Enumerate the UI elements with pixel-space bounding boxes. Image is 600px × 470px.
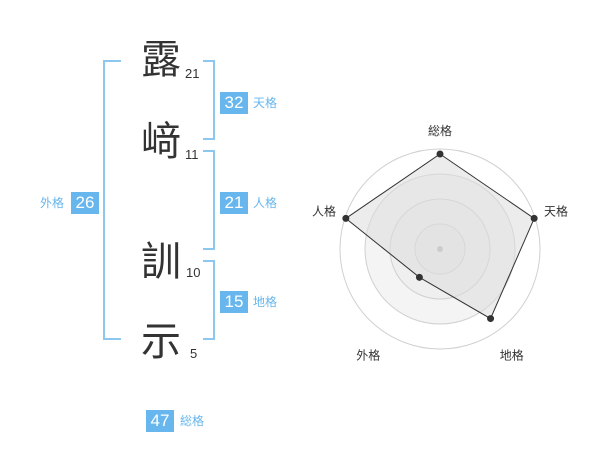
name-char-2: 﨑 (141, 119, 181, 165)
radar-point-2 (530, 214, 538, 222)
jinkaku-bracket (203, 150, 215, 250)
radar-point-3 (487, 315, 495, 323)
stroke-count-4: 5 (190, 346, 198, 361)
name-char-4: 示 (141, 319, 181, 365)
gaikaku-value: 26 (71, 192, 99, 214)
gaikaku-bracket (103, 60, 121, 340)
jinkaku-value: 21 (220, 192, 248, 214)
radar-center-dot (437, 246, 443, 252)
name-char-1: 露 (141, 37, 181, 83)
radar-label-gaikaku: 外格 (356, 348, 380, 363)
tenkaku-label: 天格 (253, 96, 278, 110)
jinkaku-label: 人格 (253, 196, 278, 210)
radar-label-tenkaku: 天格 (544, 203, 568, 218)
stroke-count-2: 11 (185, 147, 199, 162)
soukaku-value: 47 (146, 410, 174, 432)
radar-label-soukaku: 総格 (428, 123, 452, 138)
gaikaku-label: 外格 (40, 196, 65, 210)
stroke-count-3: 10 (186, 265, 201, 280)
chikaku-value: 15 (220, 291, 248, 313)
radar-label-jinkaku: 人格 (312, 203, 336, 218)
radar-point-4 (415, 273, 423, 281)
radar-label-chikaku: 地格 (500, 348, 524, 363)
chikaku-bracket (203, 260, 215, 340)
stroke-count-1: 21 (185, 66, 200, 81)
radar-data-polygon (344, 153, 535, 320)
soukaku-label: 総格 (180, 414, 205, 428)
radar-point-5 (342, 214, 350, 222)
name-char-3: 訓 (141, 239, 181, 285)
chikaku-label: 地格 (253, 295, 278, 309)
radar-point-1 (436, 150, 444, 158)
tenkaku-bracket (203, 60, 215, 140)
tenkaku-value: 32 (220, 92, 248, 114)
